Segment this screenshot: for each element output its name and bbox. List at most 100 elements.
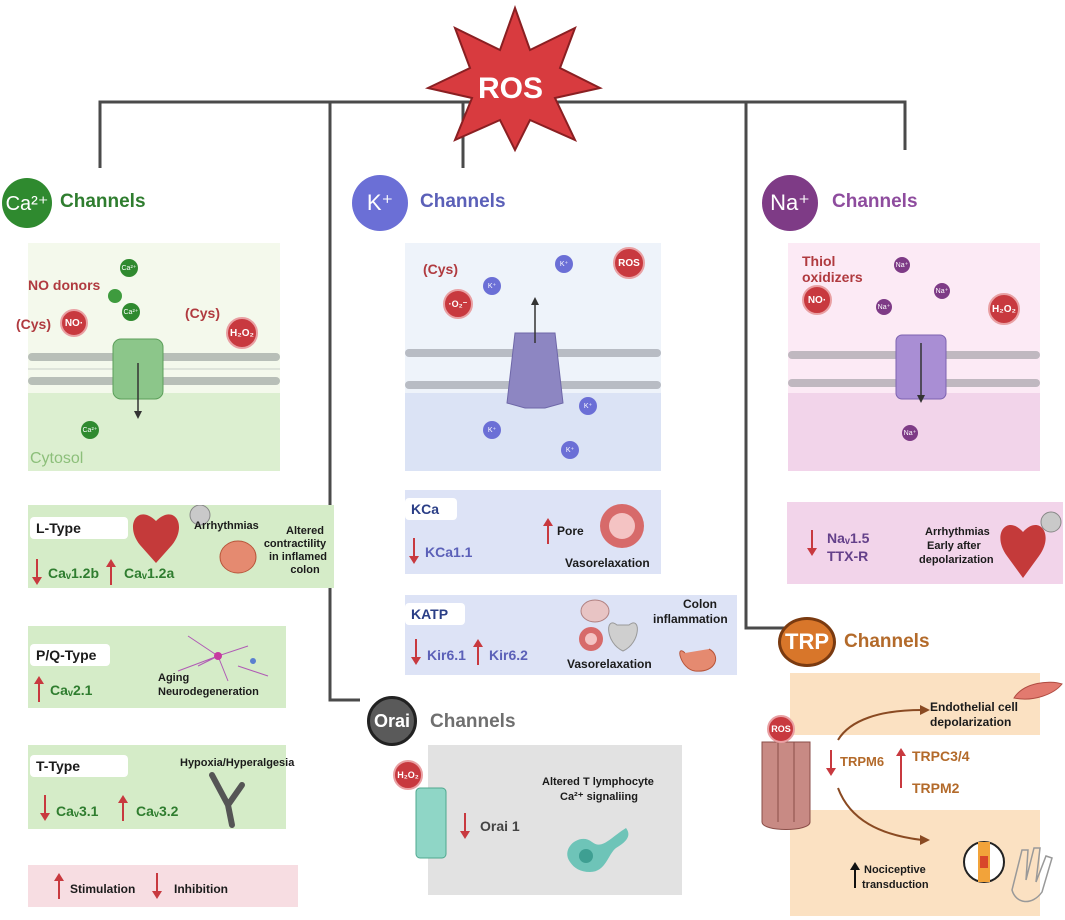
h2o2-molecule: H₂O₂ (226, 317, 258, 349)
orai-circle: Orai (367, 696, 417, 746)
depolarization-trp-label: depolarization (930, 715, 1012, 729)
down-arrow-icon (409, 538, 419, 564)
t-type-box: T-Type Hypoxia/Hyperalgesia Caᵥ3.1 Caᵥ3.… (28, 745, 294, 829)
l-type-illustrations (132, 505, 257, 574)
neurodegeneration-label: Neurodegeneration (158, 686, 259, 698)
ttxr-label: TTX-R (827, 548, 869, 564)
colon-label: colon (290, 564, 320, 576)
t-lymphocyte-icon (567, 828, 629, 872)
up-arrow-icon (896, 748, 906, 788)
transduction-label: transduction (862, 879, 929, 891)
down-arrow-icon (460, 813, 470, 839)
up-arrow-icon (118, 795, 128, 821)
na-ion-circle: Na⁺ (762, 175, 818, 231)
k-ion: K⁺ (483, 277, 501, 295)
ros-label: ROS (478, 72, 544, 105)
vasorelaxation-katp-label: Vasorelaxation (567, 657, 652, 671)
kca-title: KCa (405, 498, 457, 520)
vasorelaxation-kca-label: Vasorelaxation (565, 556, 650, 570)
katp-title: KATP (405, 603, 465, 625)
trpc34-label: TRPC3/4 (912, 748, 970, 764)
orai-channel-icon (415, 787, 447, 859)
katp-box: KATP Kir6.1 Kir6.2 Vasorelaxation Colon … (405, 595, 737, 675)
in-inflamed-label: in inflamed (268, 551, 328, 563)
stimulation-arrow-icon (54, 873, 64, 899)
k-ion: K⁺ (483, 421, 501, 439)
inhibition-arrow-icon (152, 873, 162, 899)
down-arrow-icon (411, 639, 421, 665)
pq-type-title: P/Q-Type (30, 644, 110, 666)
cys-k-label: (Cys) (423, 261, 459, 277)
na-ion: Na⁺ (902, 425, 918, 441)
ros-trp-molecule: ROS (767, 715, 795, 743)
ca-ion: Ca²⁺ (120, 259, 138, 277)
ca-signaling-label: Ca²⁺ signaliing (560, 791, 638, 803)
ca-membrane-bilayer (28, 338, 280, 419)
nav15-label: Naᵥ1.5 (827, 530, 870, 546)
depolarization-na-label: depolarization (919, 554, 994, 566)
aging-label: Aging (158, 672, 190, 684)
up-arrow-icon (106, 559, 116, 585)
k-ion-circle: K⁺ (352, 175, 408, 231)
pore-label: Pore (557, 524, 584, 538)
thiol-label: Thiol (802, 253, 836, 269)
trp-top-box (790, 673, 1040, 735)
k-ion: K⁺ (555, 255, 573, 273)
trp-circle: TRP (778, 617, 836, 667)
h2o2-orai-molecule: H₂O₂ (393, 760, 423, 790)
endothelial-label: Endothelial cell (930, 700, 1019, 714)
cav12b-label: Caᵥ1.2b (48, 565, 100, 581)
kca-box: KCa KCa1.1 Pore Vasorelaxation (405, 490, 661, 574)
neuron-icon (177, 635, 269, 682)
down-arrow-icon (32, 559, 42, 585)
stimulation-label: Stimulation (70, 882, 136, 896)
inhibition-label: Inhibition (174, 882, 228, 896)
cav32-label: Caᵥ3.2 (136, 803, 179, 819)
ca-ion: Ca²⁺ (81, 421, 99, 439)
up-arrow-black-icon (850, 862, 860, 888)
up-arrow-icon (34, 676, 44, 702)
altered-t-label: Altered T lymphocyte (542, 776, 654, 788)
pq-type-box: P/Q-Type Caᵥ2.1 Aging Neurodegeneration (28, 626, 286, 708)
organ-icons (579, 599, 717, 672)
cav31-label: Caᵥ3.1 (56, 803, 99, 819)
orai-box (428, 745, 682, 895)
k-ion: K⁺ (561, 441, 579, 459)
na-ion: Na⁺ (934, 283, 950, 299)
ca-ion-dot (108, 289, 122, 303)
na-ion: Na⁺ (894, 257, 910, 273)
cys-right-label: (Cys) (185, 305, 221, 321)
na-membrane-panel: Thiol oxidizers NO· H₂O₂ Na⁺ Na⁺ Na⁺ Na⁺ (788, 243, 1040, 471)
trpm2-label: TRPM2 (912, 780, 960, 796)
orai-channels-title: Channels (430, 711, 516, 732)
cav12a-label: Caᵥ1.2a (124, 565, 175, 581)
down-arrow-icon (40, 795, 50, 821)
k-membrane-panel: (Cys) ·O₂⁻ ROS K⁺ K⁺ K⁺ K⁺ K⁺ (405, 243, 661, 471)
colon-katp-label: Colon (683, 597, 717, 611)
kir62-label: Kir6.2 (489, 647, 528, 663)
vessel-cross-section-icon (600, 504, 644, 548)
arrhythmias-na-label: Arrhythmias (925, 526, 990, 538)
early-after-label: Early after (927, 540, 981, 552)
ca-membrane-panel: NO donors (Cys) (Cys) NO· H₂O₂ Ca²⁺ Ca²⁺… (16, 243, 280, 471)
na-channels-title: Channels (832, 191, 918, 212)
nociceptive-label: Nociceptive (864, 864, 926, 876)
altered-label: Altered (286, 525, 324, 537)
cys-left-label: (Cys) (16, 316, 52, 332)
ros-starburst (424, 5, 603, 153)
down-arrow-icon (826, 750, 836, 776)
na-membrane-bilayer (788, 334, 1040, 403)
ca-ion: Ca²⁺ (122, 303, 140, 321)
ca-channels-title: Channels (60, 191, 146, 212)
nerve-hand-icon (963, 841, 1053, 903)
k-channels-title: Channels (420, 191, 506, 212)
legend-box: Stimulation Inhibition (28, 865, 298, 907)
superoxide-molecule: ·O₂⁻ (443, 289, 473, 319)
na-effects-box: Naᵥ1.5 TTX-R Arrhythmias Early after dep… (787, 502, 1063, 584)
no-na-molecule: NO· (802, 285, 832, 315)
t-type-title: T-Type (30, 755, 128, 777)
cav21-label: Caᵥ2.1 (50, 682, 93, 698)
trp-channel-icon (761, 741, 811, 830)
no-molecule: NO· (60, 309, 88, 337)
